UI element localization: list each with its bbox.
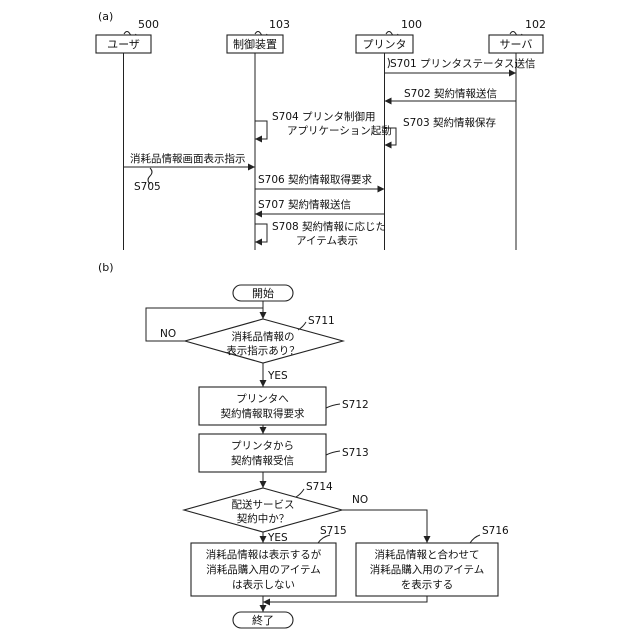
message-s701-label: S701 プリンタステータス送信 <box>390 57 536 70</box>
actor-number: 103 <box>269 18 290 31</box>
message-s708-label-1: S708 契約情報に応じた <box>272 220 386 233</box>
actor-user: 500 ユーザ <box>96 18 159 53</box>
start-label: 開始 <box>252 286 274 300</box>
step-leader <box>298 322 306 330</box>
step-leader <box>296 489 304 497</box>
part-b-label: (b) <box>98 261 114 274</box>
step-s715: S715 <box>320 525 347 537</box>
end-label: 終了 <box>252 613 274 627</box>
step-s711: S711 <box>308 315 335 327</box>
part-a-label: (a) <box>98 10 113 23</box>
process-s716-line3: を表示する <box>401 578 454 591</box>
yes-label: YES <box>267 370 288 382</box>
flow-arrow-no <box>342 510 427 543</box>
message-s705-label: 消耗品情報画面表示指示 <box>130 152 246 165</box>
process-s712-line2: 契約情報取得要求 <box>221 407 305 420</box>
sequence-diagram: (a) 500 ユーザ 103 制御装置 100 プリンタ 102 サーバ <box>96 10 546 250</box>
process-s716-line2: 消耗品購入用のアイテム <box>370 563 484 576</box>
message-s708-arrow <box>255 224 267 242</box>
message-s704-label-1: S704 プリンタ制御用 <box>272 110 376 123</box>
actor-number: 102 <box>525 18 546 31</box>
message-s708-label-2: アイテム表示 <box>296 234 358 247</box>
actor-server: 102 サーバ <box>489 18 546 53</box>
step-s714: S714 <box>306 481 333 493</box>
actor-number: 500 <box>138 18 159 31</box>
process-s715-line1: 消耗品情報は表示するが <box>206 548 322 561</box>
actor-printer: 100 プリンタ <box>356 18 422 53</box>
actor-name: サーバ <box>500 38 533 51</box>
decision-s711-line1: 消耗品情報の <box>232 330 295 343</box>
actor-controller: 103 制御装置 <box>227 18 290 53</box>
step-leader <box>470 535 480 543</box>
actor-name: ユーザ <box>107 38 140 51</box>
message-s703-label: S703 契約情報保存 <box>403 116 497 129</box>
actor-name: プリンタ <box>363 38 407 51</box>
actor-name: 制御装置 <box>233 37 277 51</box>
step-s712: S712 <box>342 399 369 411</box>
actor-number: 100 <box>401 18 422 31</box>
message-s706-label: S706 契約情報取得要求 <box>258 173 373 186</box>
no-label: NO <box>160 328 176 340</box>
flow-arrow-merge <box>263 596 427 602</box>
process-s716-line1: 消耗品情報と合わせて <box>375 548 480 561</box>
message-s704-arrow <box>255 121 267 139</box>
process-s715-line3: は表示しない <box>232 578 295 591</box>
process-s712-line1: プリンタへ <box>236 393 289 405</box>
decision-s714-line2: 契約中か？ <box>237 512 290 525</box>
step-s713: S713 <box>342 447 369 459</box>
message-s705-step: S705 <box>134 181 161 193</box>
message-s707-label: S707 契約情報送信 <box>258 198 351 211</box>
process-s715-line2: 消耗品購入用のアイテム <box>206 563 320 576</box>
message-s702-label: S702 契約情報送信 <box>404 87 497 100</box>
step-leader <box>326 404 340 408</box>
flowchart: (b) 開始 NO 消耗品情報の 表示指示あり？ S711 YES プリンタへ … <box>98 261 509 628</box>
decision-s711-line2: 表示指示あり？ <box>226 344 300 357</box>
process-s713-line2: 契約情報受信 <box>231 454 294 467</box>
yes-label: YES <box>267 532 288 544</box>
step-leader <box>326 451 340 455</box>
message-s704-label-2: アプリケーション起動 <box>287 124 392 137</box>
process-s713-line1: プリンタから <box>231 440 294 452</box>
no-label: NO <box>352 494 368 506</box>
step-s716: S716 <box>482 525 509 537</box>
decision-s714-line1: 配送サービス <box>232 498 295 511</box>
